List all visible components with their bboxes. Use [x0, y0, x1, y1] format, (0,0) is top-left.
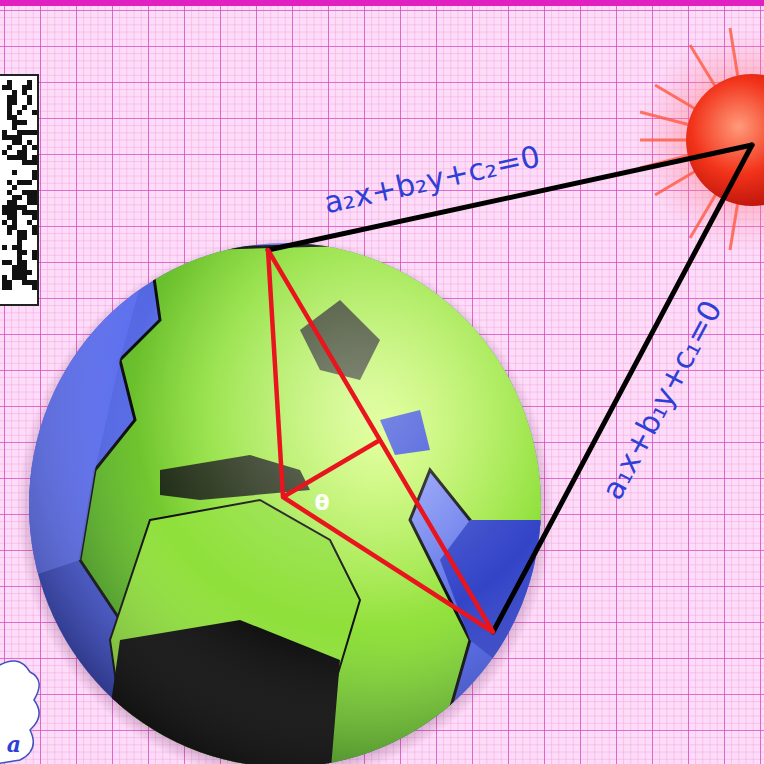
- angle-symbol: θ: [314, 492, 329, 514]
- corner-letter: a: [7, 733, 21, 755]
